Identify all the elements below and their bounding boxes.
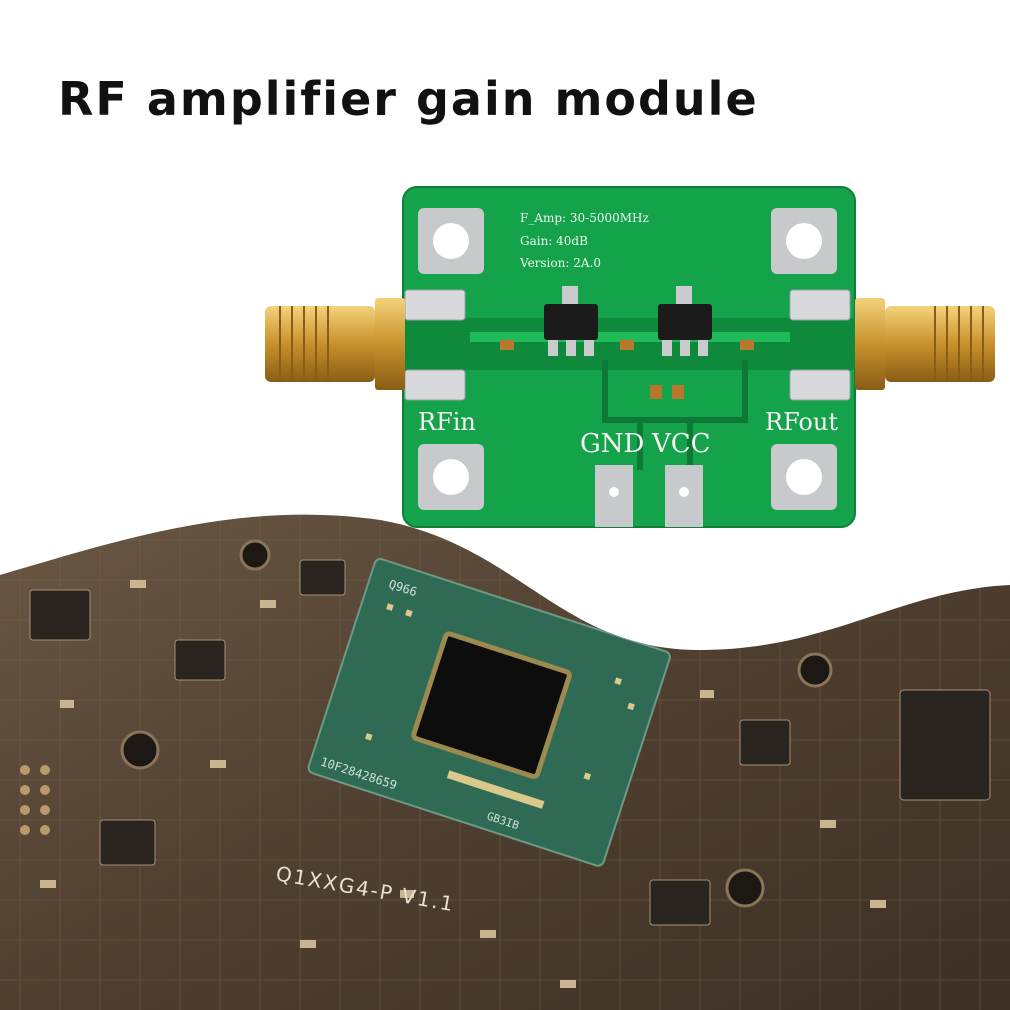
spec-line-1: F_Amp: 30-5000MHz (520, 211, 649, 225)
mounting-holes (418, 208, 837, 510)
ic-component (99, 819, 156, 866)
label-rfout: RFout (765, 408, 838, 436)
ic-component (29, 589, 91, 641)
ic-component (174, 639, 226, 681)
connector-component (899, 689, 991, 801)
spec-line-2: Gain: 40dB (520, 234, 588, 248)
ic-component (649, 879, 711, 926)
label-gnd: GND (580, 429, 644, 459)
ic-component (739, 719, 791, 766)
label-vcc: VCC (651, 429, 711, 459)
sma-connector-in (265, 298, 405, 390)
page-title: RF amplifier gain module (58, 72, 759, 126)
label-rfin: RFin (418, 408, 476, 436)
amplifier-chip-2 (658, 286, 712, 356)
amplifier-chip-1 (544, 286, 598, 356)
ic-component (299, 559, 346, 596)
sma-connector-out (855, 298, 995, 390)
spec-line-3: Version: 2A.0 (519, 256, 601, 270)
cpu-die (411, 631, 572, 780)
